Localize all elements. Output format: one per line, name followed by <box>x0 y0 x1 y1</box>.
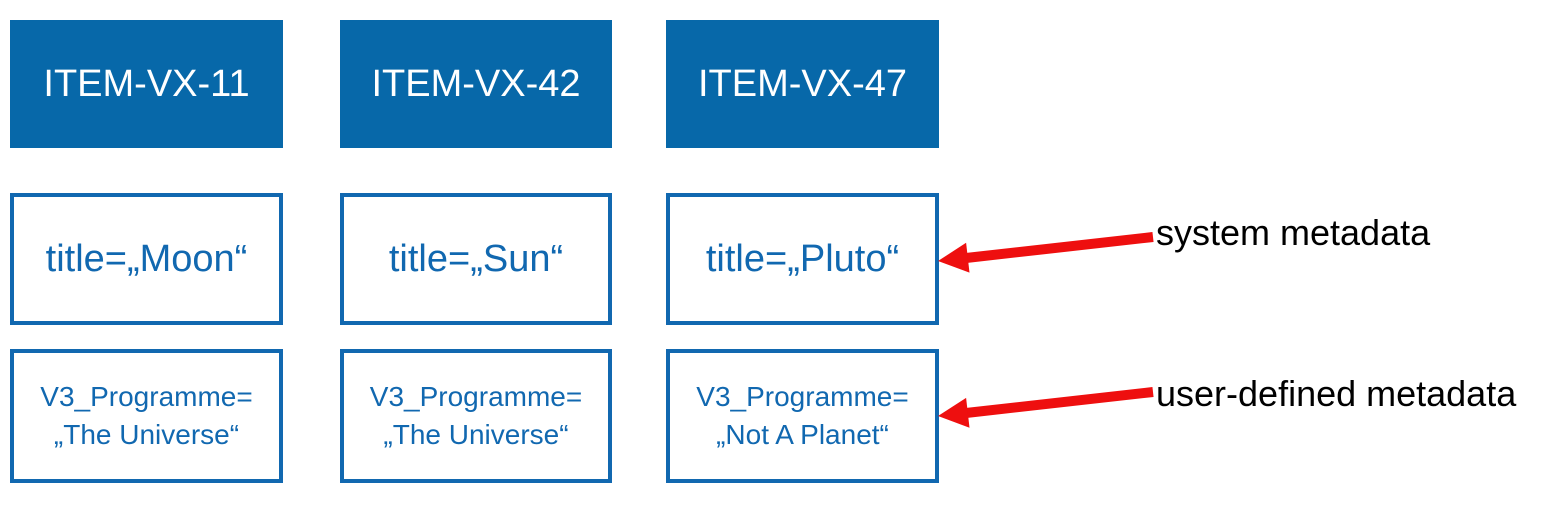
user-metadata-value: „The Universe“ <box>383 419 569 450</box>
system-metadata-box: title=„Pluto“ <box>666 193 939 325</box>
item-id-label: ITEM-VX-47 <box>697 62 908 105</box>
user-metadata-key: V3_Programme= <box>369 381 583 412</box>
system-metadata-box: title=„Moon“ <box>10 193 283 325</box>
user-metadata-box: V3_Programme= „Not A Planet“ <box>666 349 939 483</box>
item-id-box: ITEM-VX-47 <box>666 20 939 148</box>
system-metadata-value: title=„Sun“ <box>388 237 564 280</box>
item-id-label: ITEM-VX-42 <box>371 62 581 105</box>
item-id-box: ITEM-VX-11 <box>10 20 283 148</box>
user-defined-metadata-label: user-defined metadata <box>1156 373 1517 414</box>
item-id-box: ITEM-VX-42 <box>340 20 612 148</box>
user-metadata-arrow-icon <box>938 387 1154 428</box>
user-metadata-box: V3_Programme= „The Universe“ <box>10 349 283 483</box>
system-metadata-box: title=„Sun“ <box>340 193 612 325</box>
item-column-vx-47: ITEM-VX-47 title=„Pluto“ V3_Programme= „… <box>666 0 939 528</box>
system-metadata-value: title=„Moon“ <box>45 237 248 280</box>
user-metadata-value: „Not A Planet“ <box>716 419 889 450</box>
item-id-label: ITEM-VX-11 <box>43 62 250 105</box>
user-metadata-value: „The Universe“ <box>53 419 240 450</box>
user-metadata-key: V3_Programme= <box>696 381 909 412</box>
item-column-vx-42: ITEM-VX-42 title=„Sun“ V3_Programme= „Th… <box>340 0 612 528</box>
item-column-vx-11: ITEM-VX-11 title=„Moon“ V3_Programme= „T… <box>10 0 283 528</box>
user-metadata-key: V3_Programme= <box>40 381 253 412</box>
system-metadata-value: title=„Pluto“ <box>705 237 900 280</box>
system-metadata-arrow-icon <box>938 232 1154 273</box>
user-metadata-box: V3_Programme= „The Universe“ <box>340 349 612 483</box>
system-metadata-label: system metadata <box>1156 212 1431 253</box>
